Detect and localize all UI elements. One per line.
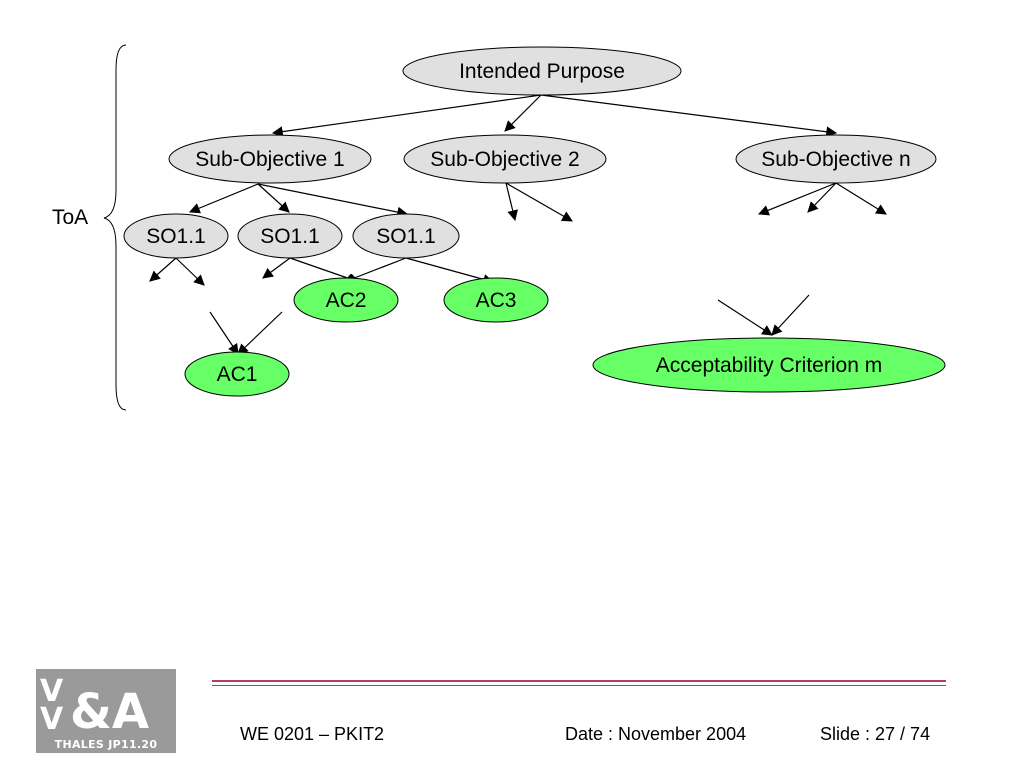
node-so1-1-a: SO1.1 [123, 213, 229, 259]
svg-text:&A: &A [70, 684, 149, 733]
toa-label: ToA [52, 206, 89, 229]
footer-course: WE 0201 – PKIT2 [240, 724, 385, 744]
svg-text:Sub-Objective 2: Sub-Objective 2 [430, 148, 579, 171]
va-logo: V V &A THALES JP11.20 [36, 669, 176, 753]
edge-so11c-ac3 [405, 257, 495, 285]
svg-text:SO1.1: SO1.1 [146, 225, 206, 248]
edge-in-acm-b [771, 294, 810, 336]
svg-text:Sub-Objective n: Sub-Objective n [761, 148, 910, 171]
edge-so2-out-b [505, 182, 573, 222]
edge-so1-so11b [257, 183, 290, 213]
node-acceptability-criterion-m: Acceptability Criterion m [592, 337, 946, 393]
node-intended-purpose: Intended Purpose [402, 46, 682, 96]
svg-text:Acceptability Criterion m: Acceptability Criterion m [656, 354, 882, 377]
toa-bracket [103, 44, 127, 411]
svg-text:AC1: AC1 [217, 363, 258, 386]
footer-rule-thin [212, 685, 946, 686]
edge-so2-out-a [505, 182, 518, 222]
svg-text:SO1.1: SO1.1 [376, 225, 436, 248]
footer-date: Date : November 2004 [565, 724, 747, 744]
edge-son-out-a [757, 182, 837, 216]
node-sub-objective-2: Sub-Objective 2 [403, 134, 607, 184]
va-logo-mark: V V &A [40, 674, 149, 733]
edge-so11a-out-a [149, 257, 177, 282]
svg-text:Intended Purpose: Intended Purpose [459, 60, 625, 83]
edge-root-so1 [271, 94, 542, 137]
node-ac1: AC1 [184, 351, 290, 397]
edge-son-out-c [835, 182, 887, 215]
node-so1-1-c: SO1.1 [352, 213, 460, 259]
node-ac3: AC3 [443, 277, 549, 323]
svg-text:V: V [40, 702, 64, 733]
edge-so11b-out [262, 257, 291, 279]
edge-in-ac1-b [237, 311, 283, 355]
edge-so11a-out-b [175, 257, 205, 286]
edge-in-ac1-a [209, 311, 239, 355]
svg-text:SO1.1: SO1.1 [260, 225, 320, 248]
node-so1-1-b: SO1.1 [237, 213, 343, 259]
svg-text:Sub-Objective 1: Sub-Objective 1 [195, 148, 344, 171]
svg-text:AC2: AC2 [326, 289, 367, 312]
edge-so1-so11a [189, 183, 259, 214]
logo-subtext: THALES JP11.20 [54, 738, 158, 751]
edge-root-son [540, 94, 838, 138]
svg-text:V: V [40, 674, 64, 709]
node-sub-objective-1: Sub-Objective 1 [168, 134, 372, 184]
footer-rule [212, 680, 946, 682]
node-ac2: AC2 [293, 277, 399, 323]
objective-tree-diagram: Intended Purpose Sub-Objective 1 Sub-Obj… [103, 44, 946, 411]
edge-son-out-b [807, 182, 837, 213]
footer-slide-number: Slide : 27 / 74 [820, 724, 931, 744]
svg-text:AC3: AC3 [476, 289, 517, 312]
edge-in-acm-a [717, 299, 773, 336]
edge-root-so2 [504, 94, 542, 132]
node-sub-objective-n: Sub-Objective n [735, 134, 937, 184]
edge-so1-so11c [257, 183, 409, 218]
